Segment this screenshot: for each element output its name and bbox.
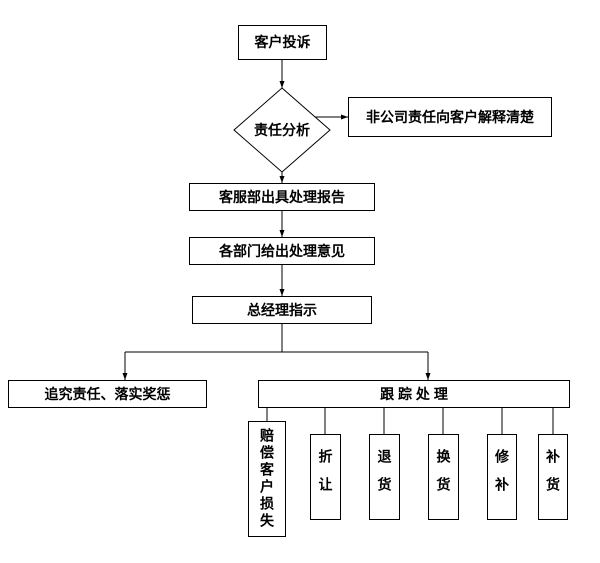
outcome-box-return: 退货: [369, 434, 400, 520]
outcome-box-discount: 折让: [310, 434, 341, 520]
complaint-box: 客户投诉: [238, 25, 327, 60]
outcome-box-restock: 补货: [538, 434, 568, 520]
outcome-box-compensate: 赔偿客户损失: [248, 421, 286, 537]
gm-box: 总经理指示: [192, 296, 372, 324]
accountability-box: 追究责任、落实奖惩: [8, 380, 207, 408]
opinions-box: 各部门给出处理意见: [189, 237, 375, 265]
explain-box: 非公司责任向客户解释清楚: [348, 97, 552, 137]
tracking-box: 跟 踪 处 理: [258, 380, 570, 408]
outcome-box-exchange: 换货: [428, 434, 459, 520]
analysis-diamond-label: 责任分析: [254, 122, 310, 138]
report-box: 客服部出具处理报告: [189, 183, 375, 211]
outcome-box-repair: 修补: [487, 434, 517, 520]
